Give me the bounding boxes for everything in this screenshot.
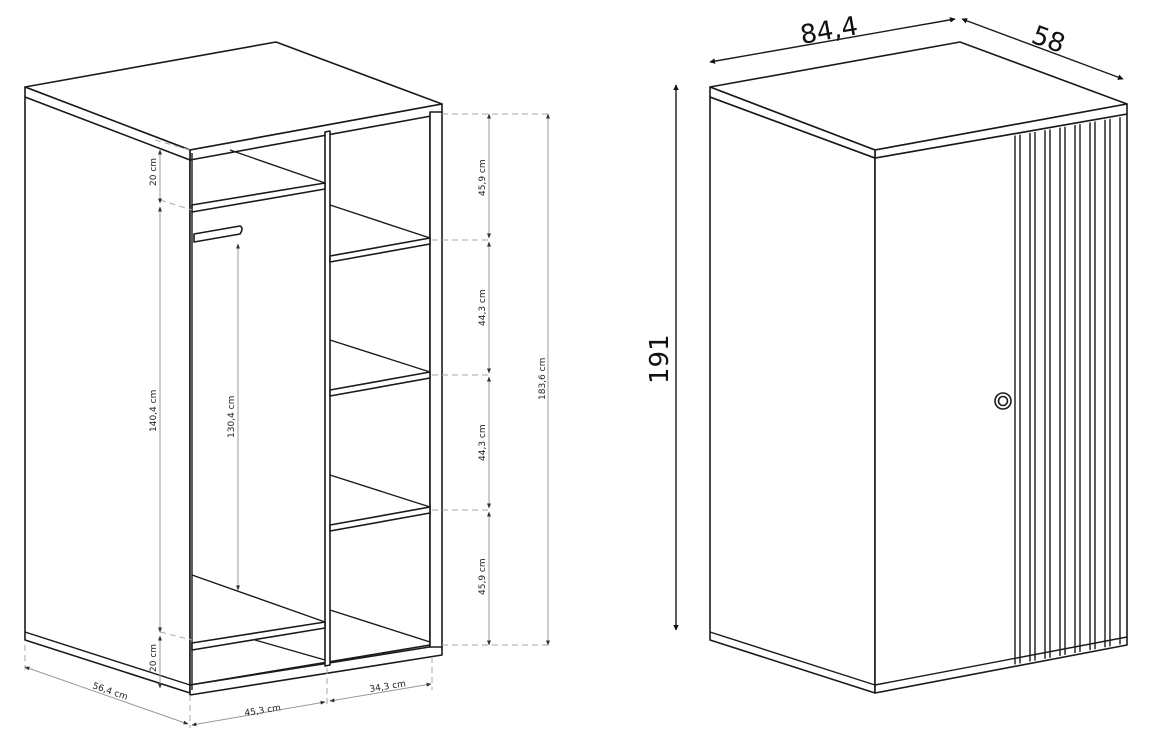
label-right-width: 34,3 cm: [369, 679, 407, 695]
bottom-plinth: [189, 644, 443, 696]
top-slab-side-edge: [24, 86, 191, 161]
label-depth: 58: [1028, 20, 1069, 60]
width-arrow: [709, 17, 956, 64]
right-side-panel: [429, 111, 443, 648]
depth-arrow: [961, 18, 1124, 80]
top-slab-side-edge: [709, 86, 876, 159]
right-shelves: [329, 204, 431, 643]
label-shelf-2: 44,3 cm: [478, 289, 488, 326]
label-top-gap: 20 cm: [149, 158, 159, 186]
left-side-panel: [24, 96, 191, 694]
label-width: 84,4: [798, 11, 860, 51]
label-shelf-3: 44,3 cm: [478, 424, 488, 461]
middle-divider: [324, 130, 331, 667]
fluted-panel: [1014, 117, 1121, 665]
label-hanging-space: 140,4 cm: [149, 390, 159, 432]
open-wardrobe: 20 cm 140,4 cm 20 cm 130,4 cm 45,9 cm 44…: [24, 41, 552, 728]
hanging-rail: [193, 225, 243, 243]
label-shelf-4: 45,9 cm: [478, 558, 488, 595]
label-rail-height: 130,4 cm: [227, 396, 237, 438]
label-left-width: 45,3 cm: [244, 703, 282, 719]
label-depth: 56,4 cm: [91, 681, 129, 702]
bottom-shelf-left: [191, 621, 326, 651]
label-height: 191: [645, 334, 675, 384]
dimension-lines: [24, 113, 552, 728]
side-panel: [709, 96, 876, 694]
label-bottom-gap: 20 cm: [149, 644, 159, 672]
closed-wardrobe: 84,4 58 191: [645, 11, 1128, 694]
door-knob: [994, 392, 1012, 410]
label-inner-height: 183,6 cm: [538, 358, 548, 400]
label-shelf-1: 45,9 cm: [478, 159, 488, 196]
back-panel-area: [189, 111, 431, 686]
